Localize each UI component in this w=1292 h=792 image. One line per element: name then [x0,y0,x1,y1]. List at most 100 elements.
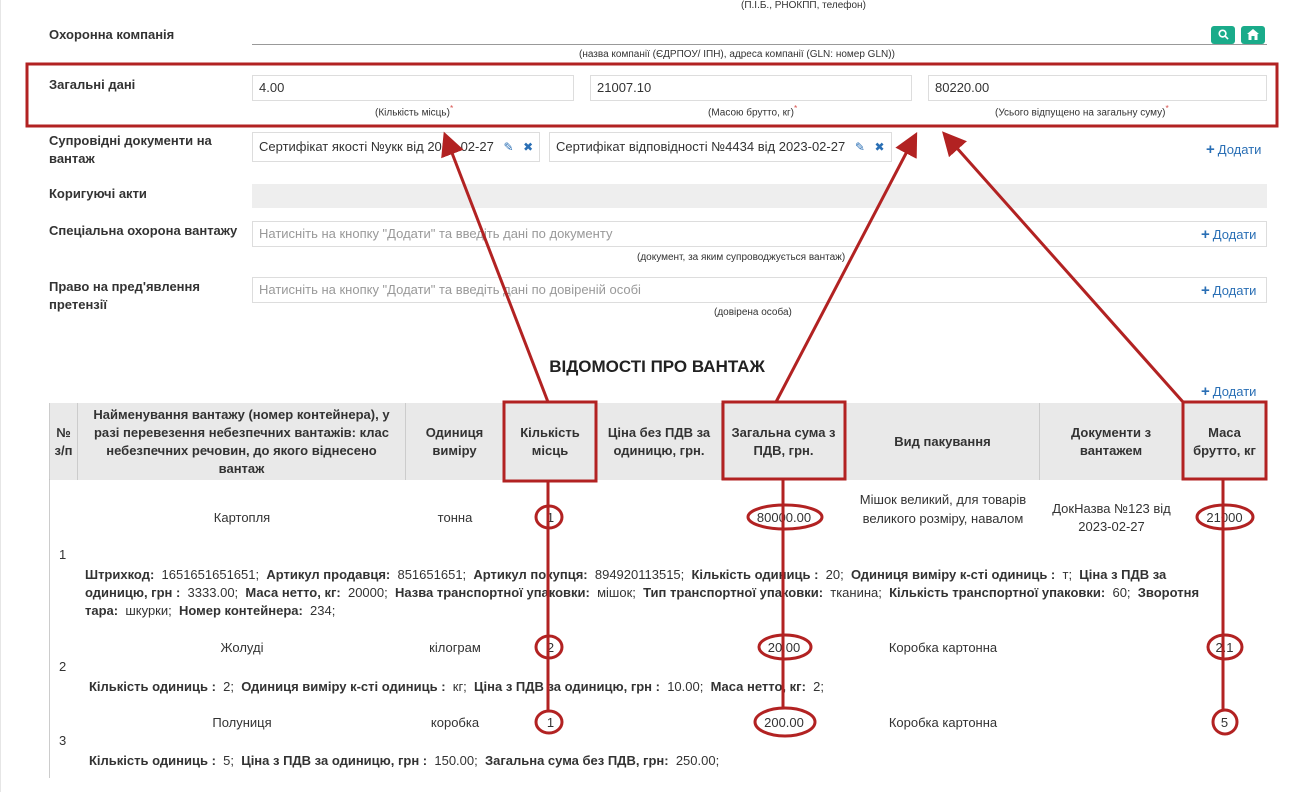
detail-value: шкурки; [118,603,179,618]
col-header-docs: Документи з вантажем [1040,403,1183,480]
detail-value: 20000; [340,585,395,600]
search-icon [1217,29,1229,40]
accompanying-docs-label: Супровідні документи на вантаж [49,133,212,166]
corrective-acts-label: Коригуючі акти [49,186,147,201]
cargo-packing: Коробка картонна [888,640,998,655]
detail-value: кг; [445,679,475,694]
section-title: ВІДОМОСТІ ПРО ВАНТАЖ [549,357,765,376]
add-claim-right-button[interactable]: +Додати [1201,282,1256,299]
security-company-label: Охоронна компанія [49,27,175,42]
cargo-extra-details: Кількість одиниць : 2; Одиниця виміру к-… [89,678,1229,696]
close-icon[interactable]: ✖ [874,140,885,154]
cargo-sum: 20.00 [767,640,801,655]
add-special-guard-button[interactable]: +Додати [1201,226,1256,243]
add-special-guard-label: Додати [1212,227,1257,242]
plus-icon: + [1201,226,1210,243]
corrective-acts-field [252,184,1267,208]
claim-right-input[interactable]: Натисніть на кнопку "Додати" та введіть … [252,277,1267,303]
detail-label: Маса нетто, кг: [710,679,806,694]
add-claim-right-label: Додати [1212,283,1257,298]
col-header-places: Кількість місць [504,403,597,480]
cargo-sum: 80000.00 [756,510,812,525]
detail-label: Артикул покупця: [473,567,588,582]
security-company-field[interactable] [252,44,1267,45]
detail-label: Кількість одиниць : [89,753,216,768]
cargo-extra-details: Штрихкод: 1651651651651; Артикул продавц… [85,566,1225,620]
col-header-name: Найменування вантажу (номер контейнера),… [78,403,406,480]
pencil-icon[interactable]: ✎ [503,140,514,154]
detail-value: 1651651651651; [154,567,267,582]
security-company-hint: (назва компанії (ЄДРПОУ/ ІПН), адреса ко… [579,49,895,60]
cargo-mass: 5 [1220,715,1229,730]
cargo-unit: кілограм [429,640,481,655]
cargo-name: Полуниця [212,715,272,730]
detail-label: Зворотня тара: [85,585,1200,618]
detail-value: 20; [818,567,851,582]
detail-label: Загальна сума без ПДВ, грн: [484,753,669,768]
places-hint: (Кількість місць)* [375,103,453,118]
col-header-price: Ціна без ПДВ за одиницю, грн. [597,403,722,480]
detail-value: 60; [1105,585,1138,600]
detail-label: Штрихкод: [85,567,155,582]
cargo-name: Жолуді [220,640,264,655]
table-left-border [49,480,50,778]
total-sum-hint-text: (Усього відпущено на загальну суму) [995,107,1166,119]
plus-icon: + [1201,383,1210,400]
total-sum-hint: (Усього відпущено на загальну суму)* [995,103,1169,118]
add-doc-label: Додати [1217,142,1262,157]
required-mark: * [1165,103,1169,113]
cargo-docs: ДокНазва №123 від 2023-02-27 [1052,501,1171,534]
claim-right-label: Право на пред'явлення претензії [49,279,200,312]
detail-value: 150.00; [427,753,485,768]
pencil-icon[interactable]: ✎ [854,140,865,154]
total-sum-input[interactable]: 80220.00 [928,75,1267,101]
row-number: 1 [59,547,67,562]
cargo-packing: Мішок великий, для товарів великого розм… [859,492,1027,526]
gross-mass-hint-text: (Масою брутто, кг) [708,107,794,119]
detail-label: Ціна з ПДВ за одиницю, грн : [474,679,660,694]
home-icon [1247,29,1259,40]
col-header-unit: Одиниця виміру [406,403,504,480]
cargo-unit: коробка [430,715,480,730]
person-hint: (П.І.Б., РНОКПП, телефон) [741,0,866,11]
plus-icon: + [1201,282,1210,299]
cargo-name: Картопля [213,510,271,525]
required-mark: * [793,103,798,113]
special-guard-input[interactable]: Натисніть на кнопку "Додати" та введіть … [252,221,1267,247]
detail-value: 894920113515; [587,567,692,582]
detail-label: Ціна з ПДВ за одиницю, грн : [241,753,428,768]
detail-label: Номер контейнера: [178,603,303,618]
gross-mass-input[interactable]: 21007.10 [590,75,912,101]
places-input[interactable]: 4.00 [252,75,574,101]
detail-value: 5; [215,753,242,768]
places-hint-text: (Кількість місць) [375,107,450,119]
detail-value: т; [1055,567,1080,582]
special-guard-label: Спеціальна охорона вантажу [49,223,238,238]
row-number: 2 [59,659,67,674]
detail-value: 2; [805,679,828,694]
cargo-mass: 2.1 [1215,640,1234,655]
doc-chip-quality: Сертифікат якості №укк від 2023-02-27 ✎ … [252,132,541,162]
home-button[interactable] [1241,26,1265,44]
detail-label: Ціна з ПДВ за одиницю, грн : [85,567,1167,600]
cargo-packing: Коробка картонна [888,715,998,730]
doc-chip-conformity: Сертифікат відповідності №4434 від 2023-… [549,132,892,162]
close-icon[interactable]: ✖ [523,140,534,154]
add-cargo-button[interactable]: +Додати [1201,383,1256,400]
add-cargo-label: Додати [1212,384,1257,399]
detail-label: Кількість одиниць : [89,679,216,694]
cargo-unit: тонна [437,510,473,525]
detail-value: 2; [215,679,242,694]
col-header-sum: Загальна сума з ПДВ, грн. [722,403,846,480]
search-button[interactable] [1211,26,1235,44]
required-mark: * [449,103,454,113]
detail-value: 851651651; [390,567,474,582]
cargo-places: 1 [546,715,555,730]
row-number: 3 [59,733,67,748]
cargo-extra-details: Кількість одиниць : 5; Ціна з ПДВ за оди… [89,752,1229,770]
add-doc-button[interactable]: +Додати [1206,141,1261,158]
general-data-label: Загальні дані [49,77,136,92]
doc-chip-conformity-text: Сертифікат відповідності №4434 від 2023-… [556,139,846,154]
detail-value: 10.00; [659,679,711,694]
